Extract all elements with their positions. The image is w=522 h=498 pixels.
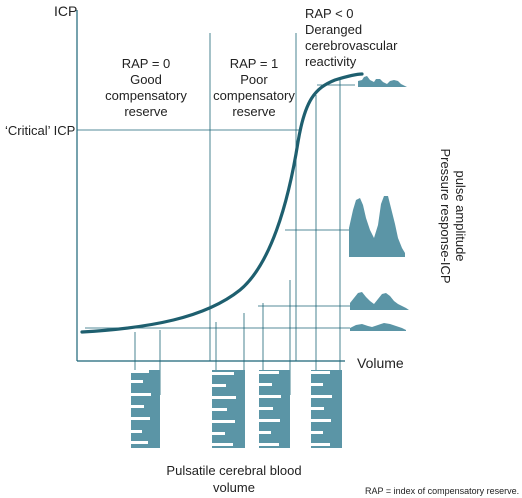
zone-good-label: RAP = 0 Good compensatory reserve bbox=[105, 56, 187, 119]
svg-text:Pressure response-ICP: Pressure response-ICP bbox=[438, 148, 453, 283]
pressure-response-waveforms bbox=[349, 76, 409, 331]
svg-text:volume: volume bbox=[213, 480, 255, 495]
y-axis-label: ICP bbox=[54, 3, 77, 19]
svg-text:RAP = 0: RAP = 0 bbox=[122, 56, 171, 71]
svg-text:Good: Good bbox=[130, 72, 162, 87]
svg-text:reserve: reserve bbox=[232, 104, 275, 119]
svg-text:compensatory: compensatory bbox=[105, 88, 187, 103]
waveform-top bbox=[358, 76, 407, 87]
svg-text:Pulsatile cerebral blood: Pulsatile cerebral blood bbox=[166, 463, 301, 478]
waveform-small bbox=[350, 323, 406, 331]
waveform-large bbox=[349, 196, 405, 257]
svg-text:RAP = 1: RAP = 1 bbox=[230, 56, 279, 71]
zone-deranged-label: RAP < 0 Deranged cerebrovascular reactiv… bbox=[305, 6, 398, 69]
svg-text:pulse amplitude: pulse amplitude bbox=[453, 170, 468, 261]
bottom-axis-label: Pulsatile cerebral blood volume bbox=[166, 463, 301, 495]
zone-poor-label: RAP = 1 Poor compensatory reserve bbox=[213, 56, 295, 119]
histogram-3 bbox=[259, 370, 290, 448]
right-axis-label: Pressure response-ICP pulse amplitude bbox=[438, 148, 468, 283]
critical-icp-label: ‘Critical’ ICP bbox=[5, 123, 75, 138]
svg-text:compensatory: compensatory bbox=[213, 88, 295, 103]
histogram-1 bbox=[131, 370, 160, 448]
svg-text:reactivity: reactivity bbox=[305, 54, 357, 69]
pressure-response-lines bbox=[85, 84, 355, 329]
histogram-2 bbox=[212, 370, 245, 448]
svg-text:Poor: Poor bbox=[240, 72, 268, 87]
svg-text:cerebrovascular: cerebrovascular bbox=[305, 38, 398, 53]
svg-text:RAP < 0: RAP < 0 bbox=[305, 6, 354, 21]
blood-volume-histograms bbox=[131, 370, 342, 448]
svg-text:reserve: reserve bbox=[124, 104, 167, 119]
volume-drop-lines bbox=[134, 80, 341, 395]
pressure-volume-curve bbox=[80, 72, 364, 334]
histogram-4 bbox=[311, 370, 342, 448]
waveform-medium bbox=[350, 292, 409, 310]
svg-text:Deranged: Deranged bbox=[305, 22, 362, 37]
footnote: RAP = index of compensatory reserve. bbox=[365, 486, 519, 496]
x-axis-label: Volume bbox=[357, 355, 404, 371]
